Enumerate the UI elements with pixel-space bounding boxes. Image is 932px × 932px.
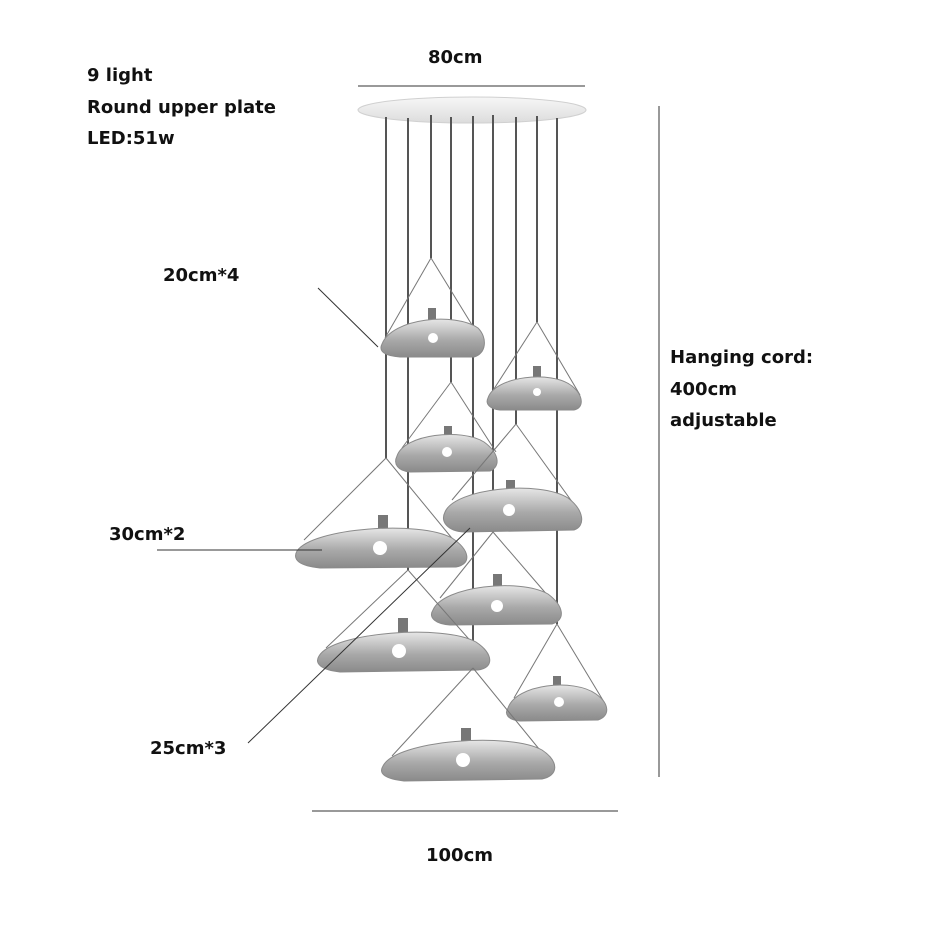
spread-width-label: 100cm bbox=[426, 845, 493, 866]
shade-1 bbox=[380, 257, 485, 358]
shade-3 bbox=[395, 381, 498, 473]
plate-width-label: 80cm bbox=[428, 47, 483, 68]
leader-line-small bbox=[317, 287, 379, 348]
shade-6 bbox=[431, 531, 562, 626]
shade-9 bbox=[381, 667, 556, 782]
spec-upper-plate: Round upper plate bbox=[87, 97, 276, 118]
spec-light-count: 9 light bbox=[87, 65, 153, 86]
shade-small-label: 20cm*4 bbox=[163, 265, 240, 286]
shade-8 bbox=[506, 623, 608, 722]
leader-line-medium bbox=[247, 527, 471, 744]
shade-5 bbox=[295, 457, 468, 569]
cord-title-label: Hanging cord: bbox=[670, 347, 814, 368]
cord-length-label: 400cm bbox=[670, 379, 737, 400]
shade-large-label: 30cm*2 bbox=[109, 524, 186, 545]
shade-medium-label: 25cm*3 bbox=[150, 738, 227, 759]
shade-4 bbox=[443, 423, 583, 533]
spec-led-power: LED:51w bbox=[87, 128, 175, 149]
shade-2 bbox=[486, 321, 582, 411]
cord-adjustable-label: adjustable bbox=[670, 410, 777, 431]
